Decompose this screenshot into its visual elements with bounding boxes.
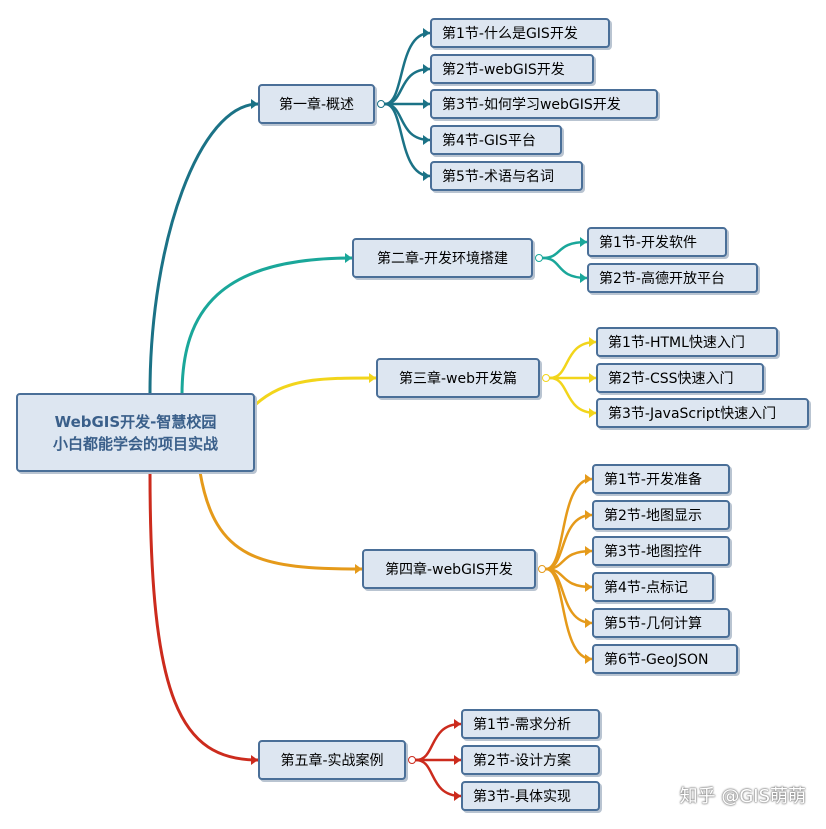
collapse-knob-3[interactable]	[542, 374, 550, 382]
chapter-connector-5	[148, 470, 260, 762]
collapse-knob-5[interactable]	[408, 756, 416, 764]
section-node-1-5[interactable]: 第5节-术语与名词	[430, 161, 583, 191]
chapter-connector-3	[253, 376, 378, 407]
root-title-line2: 小白都能学会的项目实战	[52, 434, 218, 453]
section-connector-4-1	[544, 477, 594, 571]
chapter-connector-2	[180, 256, 354, 397]
section-node-1-4[interactable]: 第4节-GIS平台	[430, 125, 562, 155]
section-arrow-2-2	[580, 273, 587, 283]
section-connector-3-3	[548, 376, 598, 415]
root-node[interactable]: WebGIS开发-智慧校园 小白都能学会的项目实战	[16, 393, 255, 472]
section-node-4-1[interactable]: 第1节-开发准备	[592, 464, 730, 494]
section-node-5-1[interactable]: 第1节-需求分析	[461, 709, 600, 739]
section-arrow-1-1	[423, 28, 430, 38]
section-arrow-2-1	[580, 237, 587, 247]
section-arrow-4-6	[585, 654, 592, 664]
section-node-1-2[interactable]: 第2节-webGIS开发	[430, 54, 594, 84]
section-connector-1-1	[383, 31, 432, 106]
section-arrow-3-1	[589, 337, 596, 347]
chapter-connector-4	[198, 470, 364, 571]
section-connector-5-3	[414, 758, 463, 798]
collapse-knob-2[interactable]	[535, 254, 543, 262]
section-connector-3-1	[548, 340, 598, 380]
chapter-node-3[interactable]: 第三章-web开发篇	[376, 358, 540, 398]
collapse-knob-4[interactable]	[538, 565, 546, 573]
section-arrow-1-5	[423, 171, 430, 181]
section-node-3-3[interactable]: 第3节-JavaScript快速入门	[596, 398, 809, 428]
section-node-5-2[interactable]: 第2节-设计方案	[461, 745, 600, 775]
chapter-arrow-5	[251, 755, 258, 765]
section-node-3-2[interactable]: 第2节-CSS快速入门	[596, 363, 764, 393]
section-arrow-4-4	[585, 582, 592, 592]
section-node-1-1[interactable]: 第1节-什么是GIS开发	[430, 18, 610, 48]
chapter-arrow-1	[251, 99, 258, 109]
section-node-2-1[interactable]: 第1节-开发软件	[587, 227, 727, 257]
section-connector-1-5	[383, 102, 432, 178]
chapter-node-1[interactable]: 第一章-概述	[258, 84, 375, 124]
section-arrow-4-2	[585, 510, 592, 520]
section-arrow-5-3	[454, 791, 461, 801]
section-node-4-3[interactable]: 第3节-地图控件	[592, 536, 730, 566]
chapter-arrow-4	[355, 564, 362, 574]
section-node-5-3[interactable]: 第3节-具体实现	[461, 781, 600, 811]
section-node-1-3[interactable]: 第3节-如何学习webGIS开发	[430, 89, 658, 119]
chapter-arrow-3	[369, 373, 376, 383]
section-node-2-2[interactable]: 第2节-高德开放平台	[587, 263, 758, 293]
section-arrow-1-4	[423, 135, 430, 145]
section-arrow-1-3	[423, 99, 430, 109]
section-node-4-2[interactable]: 第2节-地图显示	[592, 500, 730, 530]
chapter-connector-1	[148, 102, 260, 395]
chapter-arrow-2	[345, 253, 352, 263]
section-arrow-5-2	[454, 755, 461, 765]
section-connector-4-5	[544, 567, 594, 625]
section-connector-4-2	[544, 513, 594, 571]
watermark: 知乎 @GIS萌萌	[679, 786, 806, 807]
section-arrow-3-2	[589, 373, 596, 383]
chapter-node-5[interactable]: 第五章-实战案例	[258, 740, 406, 780]
section-arrow-5-1	[454, 719, 461, 729]
section-node-4-5[interactable]: 第5节-几何计算	[592, 608, 730, 638]
section-arrow-1-2	[423, 64, 430, 74]
section-arrow-4-3	[585, 546, 592, 556]
section-node-4-6[interactable]: 第6节-GeoJSON	[592, 644, 738, 674]
section-connector-2-2	[541, 256, 589, 280]
section-arrow-4-5	[585, 618, 592, 628]
chapter-node-4[interactable]: 第四章-webGIS开发	[362, 549, 536, 589]
collapse-knob-1[interactable]	[377, 100, 385, 108]
chapter-node-2[interactable]: 第二章-开发环境搭建	[352, 238, 533, 278]
section-arrow-3-3	[589, 408, 596, 418]
section-node-4-4[interactable]: 第4节-点标记	[592, 572, 714, 602]
section-node-3-1[interactable]: 第1节-HTML快速入门	[596, 327, 778, 357]
section-connector-4-6	[544, 567, 594, 661]
section-connector-5-1	[414, 722, 463, 762]
section-arrow-4-1	[585, 474, 592, 484]
root-title-line1: WebGIS开发-智慧校园	[54, 412, 217, 431]
